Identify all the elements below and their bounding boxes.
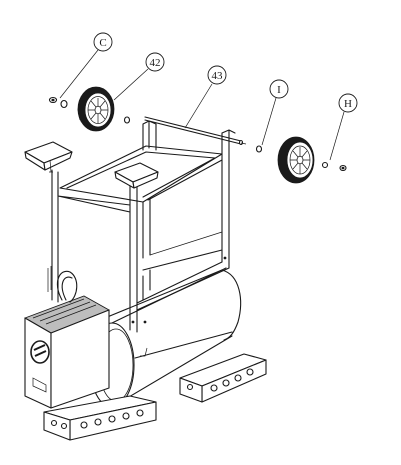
callout-43-label: 43: [212, 70, 224, 82]
firebox-icon: [24, 266, 110, 409]
side-shelf-icon-right: [114, 162, 159, 189]
axle-rod-icon: [144, 116, 247, 146]
callout-43: 43: [184, 65, 227, 129]
cart-frame: [51, 120, 236, 333]
callout-h-label: H: [344, 98, 352, 110]
hub-nut-right-icon: [321, 161, 347, 172]
logo-mark-icon: [30, 340, 50, 364]
side-shelf-icon-left: [24, 141, 73, 173]
callout-42: 42: [113, 52, 165, 101]
hub-nut-icon: [48, 96, 68, 109]
wheel-icon-right: [277, 136, 315, 184]
callout-c: C: [59, 32, 113, 99]
support-block-icon-left: [43, 395, 157, 441]
wheel-icon-left: [77, 86, 115, 132]
callout-c-label: C: [99, 37, 106, 49]
callout-i-label: I: [277, 84, 281, 96]
callout-42-label: 42: [150, 57, 161, 69]
callout-i: I: [261, 79, 289, 146]
support-block-icon-right: [179, 353, 267, 403]
washer-icon: [123, 116, 263, 153]
callout-h: H: [329, 93, 358, 161]
